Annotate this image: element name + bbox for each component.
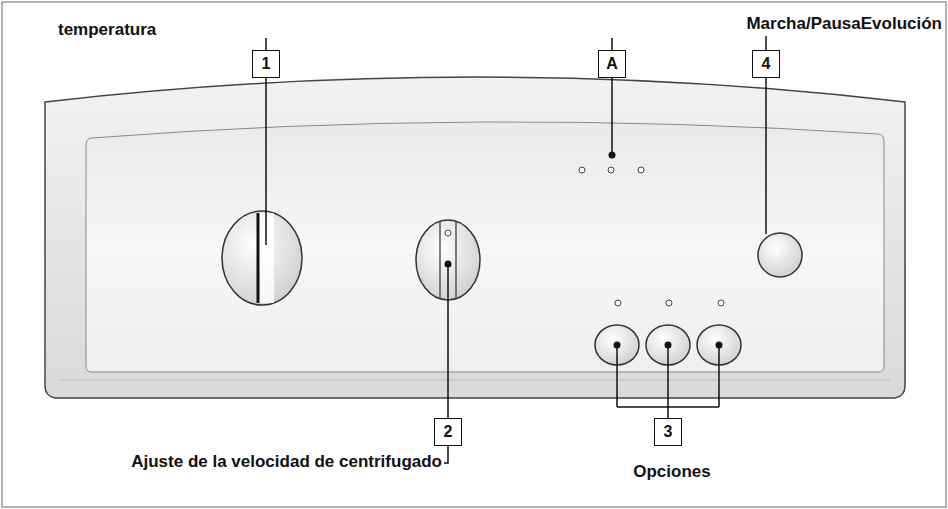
leader-lines — [266, 36, 766, 463]
part-label: Ajuste de la velocidad de centrifugado — [131, 452, 442, 472]
led — [579, 167, 585, 173]
callout-box: A — [598, 50, 626, 78]
led — [638, 167, 644, 173]
bevel-line — [60, 380, 890, 381]
led — [608, 167, 614, 173]
callout-box: 1 — [252, 50, 280, 78]
temperature-knob — [222, 211, 302, 305]
callout-number: 1 — [262, 54, 271, 74]
callout-number: 2 — [444, 422, 453, 442]
led — [666, 300, 672, 306]
callout-number: 3 — [664, 422, 673, 442]
led — [718, 300, 724, 306]
part-label: temperatura — [58, 20, 156, 40]
callout-box: 3 — [654, 418, 682, 446]
panel-housing — [45, 77, 905, 398]
start-button — [758, 233, 802, 277]
callout-number: 4 — [762, 54, 771, 74]
callout-box: 2 — [434, 418, 462, 446]
callout-number: A — [606, 54, 618, 74]
callout-box: 4 — [752, 50, 780, 78]
knob-indicator — [445, 230, 451, 236]
part-label: Marcha/PausaEvolución — [746, 14, 942, 34]
led — [615, 300, 621, 306]
knob-slot — [455, 222, 457, 298]
knob-slot — [439, 222, 441, 298]
part-label: Opciones — [633, 462, 710, 482]
panel-recess — [86, 122, 884, 372]
knob-slot — [257, 213, 260, 303]
